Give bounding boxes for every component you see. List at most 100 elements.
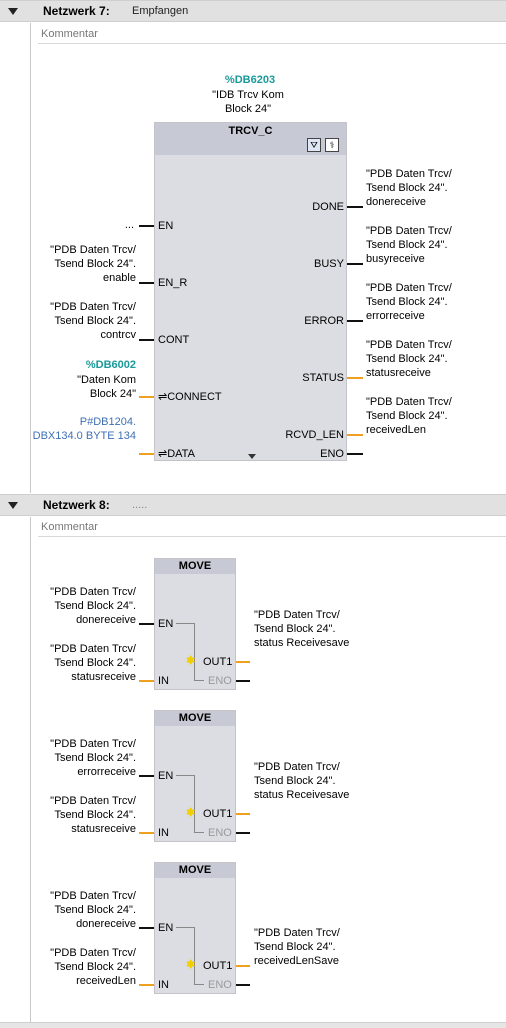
- move3-en-link: [176, 927, 194, 928]
- move-block-1[interactable]: MOVE: [154, 558, 236, 690]
- cont-wire: [139, 339, 154, 341]
- move-header: MOVE: [155, 863, 235, 878]
- trcv-c-block[interactable]: TRCV_C ⛛ ⚕: [154, 122, 347, 461]
- diagnostics-icon[interactable]: ⚕: [325, 138, 339, 152]
- next-network-edge: [0, 1022, 506, 1028]
- data-pin: ⇌DATA: [158, 448, 195, 460]
- error-wire: [347, 320, 363, 322]
- move1-in-pin: IN: [158, 675, 169, 687]
- en-arg[interactable]: ...: [124, 219, 134, 231]
- move1-en-wire: [139, 623, 154, 625]
- network-7-header[interactable]: Netzwerk 7: Empfangen: [0, 0, 506, 22]
- connect-wire: [139, 396, 154, 398]
- move2-en-link-v: [194, 775, 195, 832]
- cont-arg[interactable]: "PDB Daten Trcv/ Tsend Block 24". contrc…: [50, 301, 136, 341]
- en-r-wire: [139, 282, 154, 284]
- move1-out-pin: OUT1: [203, 656, 233, 668]
- move2-en-link: [176, 775, 194, 776]
- error-pin: ERROR: [304, 315, 344, 327]
- network-7-subtitle[interactable]: Empfangen: [132, 5, 189, 17]
- move2-eno-pin: ENO: [208, 827, 232, 839]
- move3-in-pin: IN: [158, 979, 169, 991]
- move2-en-arg[interactable]: "PDB Daten Trcv/ Tsend Block 24". errorr…: [50, 738, 136, 778]
- move2-in-pin: IN: [158, 827, 169, 839]
- move3-en-pin: EN: [158, 922, 174, 934]
- network-8-title: Netzwerk 8:: [43, 498, 110, 512]
- rcvd-len-wire: [347, 434, 363, 436]
- move1-en-link: [176, 623, 194, 624]
- rcvd-len-arg[interactable]: "PDB Daten Trcv/ Tsend Block 24". receiv…: [366, 396, 452, 436]
- move1-en-arg[interactable]: "PDB Daten Trcv/ Tsend Block 24". donere…: [50, 586, 136, 626]
- move2-in-wire: [139, 832, 154, 834]
- move3-out-arg[interactable]: "PDB Daten Trcv/ Tsend Block 24". receiv…: [254, 927, 340, 967]
- instance-db-number[interactable]: %DB6203: [224, 74, 276, 86]
- network-8-subtitle[interactable]: .....: [132, 499, 148, 511]
- move1-out-arg[interactable]: "PDB Daten Trcv/ Tsend Block 24". status…: [254, 609, 350, 649]
- move-header: MOVE: [155, 559, 235, 574]
- move-block-3[interactable]: MOVE: [154, 862, 236, 994]
- spark-icon: ✱: [186, 655, 196, 667]
- done-arg[interactable]: "PDB Daten Trcv/ Tsend Block 24". donere…: [366, 168, 452, 208]
- move1-eno-link: [194, 680, 204, 681]
- expand-chevron-icon[interactable]: [248, 454, 256, 459]
- cont-pin: CONT: [158, 334, 190, 346]
- eno-wire: [347, 453, 363, 455]
- move1-in-wire: [139, 680, 154, 682]
- move2-in-arg[interactable]: "PDB Daten Trcv/ Tsend Block 24". status…: [50, 795, 136, 835]
- spark-icon: ✱: [186, 959, 196, 971]
- busy-wire: [347, 263, 363, 265]
- status-pin: STATUS: [302, 372, 344, 384]
- status-wire: [347, 377, 363, 379]
- move3-out-wire: [236, 965, 250, 967]
- data-wire: [139, 453, 154, 455]
- en-r-pin: EN_R: [158, 277, 188, 289]
- move2-out-pin: OUT1: [203, 808, 233, 820]
- instance-db-name[interactable]: "IDB Trcv Kom Block 24": [212, 89, 284, 115]
- network-7-comment[interactable]: Kommentar: [38, 28, 506, 44]
- move2-out-wire: [236, 813, 250, 815]
- spark-icon: ✱: [186, 807, 196, 819]
- move2-en-wire: [139, 775, 154, 777]
- move1-eno-pin: ENO: [208, 675, 232, 687]
- network-7-rail: [30, 23, 31, 493]
- en-r-arg[interactable]: "PDB Daten Trcv/ Tsend Block 24". enable: [50, 244, 136, 284]
- move3-in-wire: [139, 984, 154, 986]
- move3-en-link-v: [194, 927, 195, 984]
- rcvd-len-pin: RCVD_LEN: [285, 429, 344, 441]
- en-pin: EN: [158, 220, 174, 232]
- move3-en-wire: [139, 927, 154, 929]
- connection-config-icon[interactable]: ⛛: [307, 138, 321, 152]
- move2-eno-wire: [236, 832, 250, 834]
- data-arg[interactable]: P#DB1204. DBX134.0 BYTE 134: [32, 416, 136, 442]
- move2-en-pin: EN: [158, 770, 174, 782]
- block-name: TRCV_C: [228, 125, 273, 137]
- connect-pin: ⇌CONNECT: [158, 391, 222, 403]
- move3-eno-pin: ENO: [208, 979, 232, 991]
- move1-in-arg[interactable]: "PDB Daten Trcv/ Tsend Block 24". status…: [50, 643, 136, 683]
- move-block-2[interactable]: MOVE: [154, 710, 236, 842]
- move-header: MOVE: [155, 711, 235, 726]
- collapse-triangle-icon[interactable]: [8, 502, 18, 509]
- status-arg[interactable]: "PDB Daten Trcv/ Tsend Block 24". status…: [366, 339, 452, 379]
- error-arg[interactable]: "PDB Daten Trcv/ Tsend Block 24". errorr…: [366, 282, 452, 322]
- connect-arg[interactable]: "Daten Kom Block 24": [77, 374, 136, 400]
- move3-in-arg[interactable]: "PDB Daten Trcv/ Tsend Block 24". receiv…: [50, 947, 136, 987]
- busy-arg[interactable]: "PDB Daten Trcv/ Tsend Block 24". busyre…: [366, 225, 452, 265]
- done-wire: [347, 206, 363, 208]
- move3-eno-link: [194, 984, 204, 985]
- move3-eno-wire: [236, 984, 250, 986]
- move1-en-pin: EN: [158, 618, 174, 630]
- eno-pin: ENO: [320, 448, 344, 460]
- move3-out-pin: OUT1: [203, 960, 233, 972]
- move1-eno-wire: [236, 680, 250, 682]
- network-8-comment[interactable]: Kommentar: [38, 521, 506, 537]
- move3-en-arg[interactable]: "PDB Daten Trcv/ Tsend Block 24". donere…: [50, 890, 136, 930]
- en-wire: [139, 225, 154, 227]
- move2-out-arg[interactable]: "PDB Daten Trcv/ Tsend Block 24". status…: [254, 761, 350, 801]
- network-8-header[interactable]: Netzwerk 8: .....: [0, 494, 506, 516]
- busy-pin: BUSY: [314, 258, 344, 270]
- network-8-rail: [30, 517, 31, 1022]
- done-pin: DONE: [312, 201, 344, 213]
- connect-db-number[interactable]: %DB6002: [85, 359, 136, 371]
- collapse-triangle-icon[interactable]: [8, 8, 18, 15]
